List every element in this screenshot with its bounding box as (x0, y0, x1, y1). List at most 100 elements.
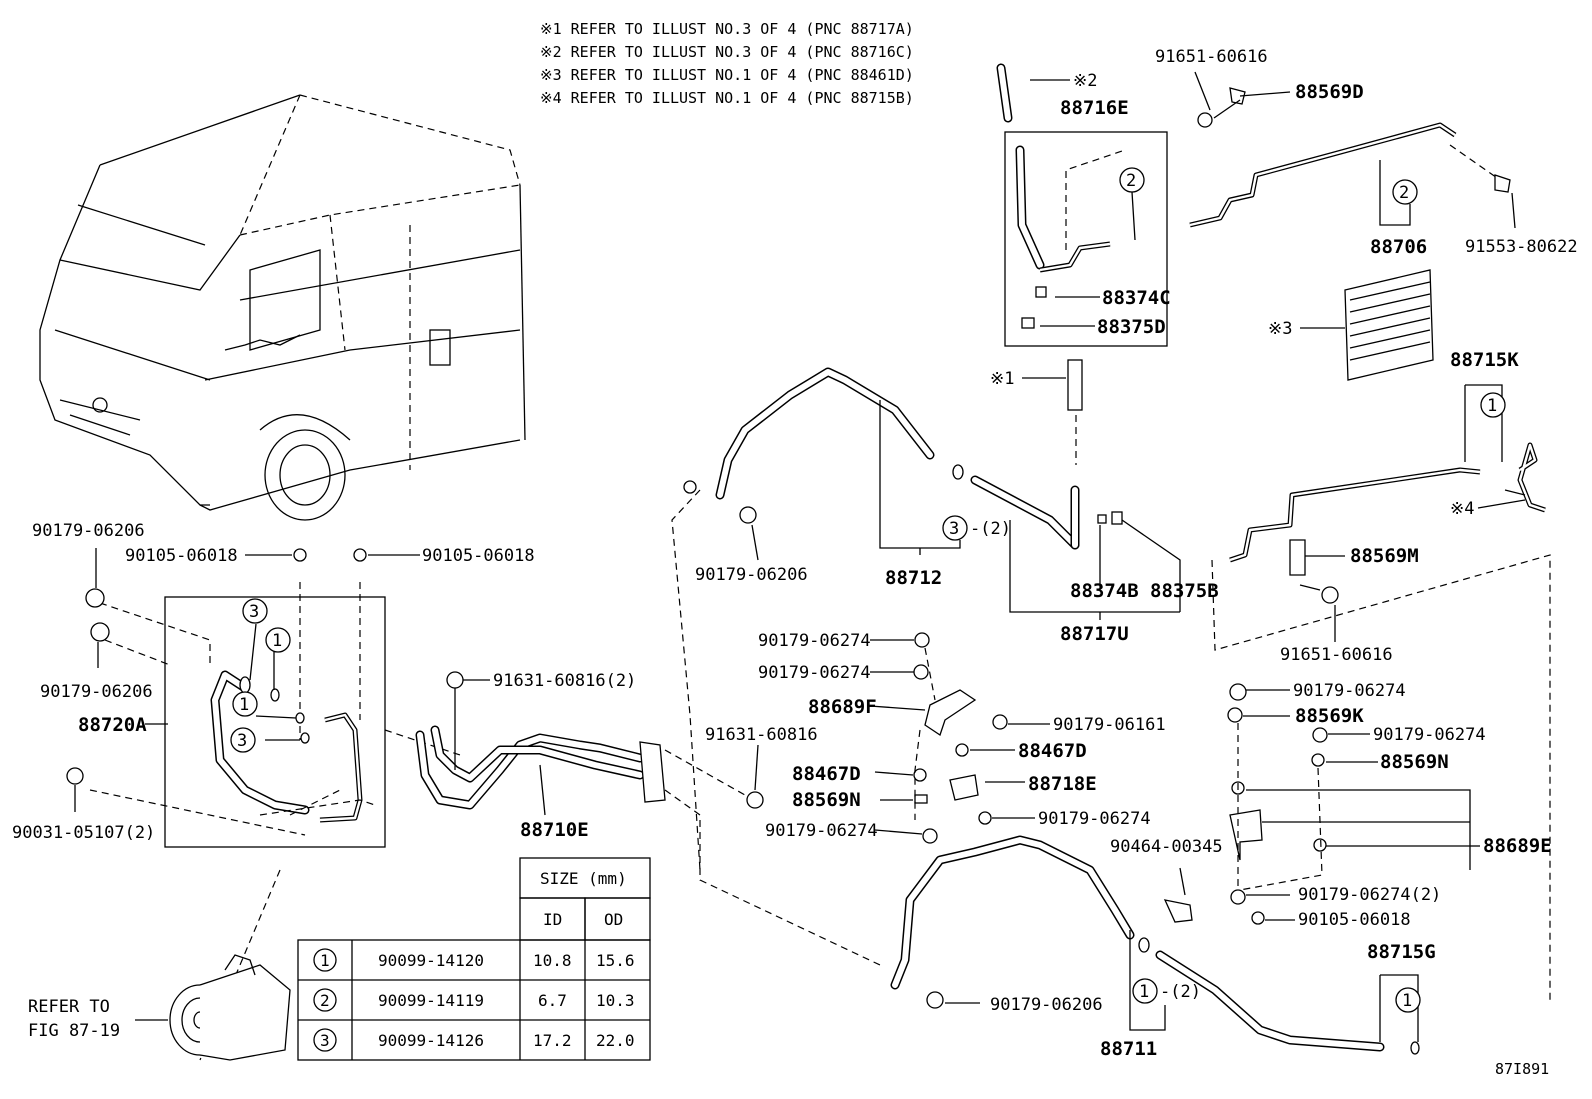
size-table: SIZE (mm) ID OD 1 90099-14120 10.8 15.6 … (297, 857, 651, 1061)
label-90179-06274-d: 90179-06274 (765, 821, 878, 841)
svg-text:2: 2 (320, 991, 330, 1010)
svg-text:3: 3 (949, 519, 959, 539)
label-91553-80622: 91553-80622 (1465, 237, 1578, 257)
table-row: 1 90099-14120 10.8 15.6 (313, 948, 635, 972)
hose-88712 (671, 359, 1181, 871)
pipe-88715K (1211, 384, 1551, 1000)
table-size-header: SIZE (mm) (540, 869, 627, 888)
label-88569D: 88569D (1295, 81, 1364, 103)
note-3: ※3 REFER TO ILLUST NO.1 OF 4 (PNC 88461D… (540, 66, 914, 84)
svg-text:1: 1 (320, 951, 330, 970)
label-91631-60816-2: 91631-60816(2) (493, 671, 636, 691)
circled-marks: 2 2 1 3 3 1 1 3 1 1 (230, 160, 1506, 1013)
bracket-88689F (869, 632, 1050, 844)
diagram-id: 87I891 (1495, 1060, 1549, 1078)
svg-text:22.0: 22.0 (596, 1031, 635, 1050)
mark-1-88711: 1 (1132, 978, 1158, 1004)
ref-2: ※2 (1073, 71, 1097, 91)
label-90179-06274-e: 90179-06274 (1293, 681, 1406, 701)
label-88710E: 88710E (520, 819, 589, 841)
label-88718E: 88718E (1028, 773, 1097, 795)
svg-text:1: 1 (1139, 982, 1149, 1002)
ref-3: ※3 (1268, 319, 1292, 339)
part-labels: 91651-60616 88569D 88716E ※2 88706 91553… (12, 47, 1578, 1078)
svg-text:90099-14119: 90099-14119 (378, 991, 484, 1010)
label-88689F: 88689F (808, 696, 877, 718)
label-88715K: 88715K (1450, 349, 1519, 371)
reference-notes: ※1 REFER TO ILLUST NO.3 OF 4 (PNC 88717A… (540, 20, 914, 107)
svg-text:1: 1 (239, 695, 249, 715)
mark-1-b: 1 (232, 691, 258, 717)
label-88717U: 88717U (1060, 623, 1129, 645)
label-90179-06274-2: 90179-06274(2) (1298, 885, 1441, 905)
note-2: ※2 REFER TO ILLUST NO.3 OF 4 (PNC 88716C… (540, 43, 914, 61)
hose-88710E (415, 671, 881, 966)
svg-text:10.8: 10.8 (533, 951, 572, 970)
label-88569N-a: 88569N (792, 789, 861, 811)
ref-4: ※4 (1450, 499, 1474, 519)
mark-2-88706: 2 (1392, 179, 1418, 205)
label-88569M: 88569M (1350, 545, 1419, 567)
label-90179-06161: 90179-06161 (1053, 715, 1166, 735)
svg-text:10.3: 10.3 (596, 991, 635, 1010)
label-90179-06274-b: 90179-06274 (758, 663, 871, 683)
label-mark1-qty: -(2) (1160, 982, 1201, 1002)
label-90179-06206-b: 90179-06206 (32, 521, 145, 541)
mark-3-b: 3 (230, 727, 256, 753)
label-90179-06274-a: 90179-06274 (758, 631, 871, 651)
svg-text:90099-14126: 90099-14126 (378, 1031, 484, 1050)
table-col-id: ID (543, 910, 562, 929)
label-88375B: 88375B (1150, 580, 1219, 602)
group-88716E (996, 63, 1168, 347)
label-90179-06206-a: 90179-06206 (695, 565, 808, 585)
mark-1-a: 1 (265, 627, 291, 653)
pipe-88706 (1189, 71, 1516, 229)
table-col-od: OD (604, 910, 623, 929)
svg-text:1: 1 (272, 631, 282, 651)
label-88467D-b: 88467D (792, 763, 861, 785)
mark-3-a: 3 (242, 598, 268, 624)
label-90105-06018-c: 90105-06018 (1298, 910, 1411, 930)
svg-text:3: 3 (237, 731, 247, 751)
svg-text:15.6: 15.6 (596, 951, 635, 970)
condenser (1300, 269, 1434, 381)
label-88711: 88711 (1100, 1038, 1157, 1060)
bus-illustration (39, 94, 526, 521)
bracket-88689E (1227, 683, 1480, 925)
label-90179-06274-f: 90179-06274 (1373, 725, 1486, 745)
svg-text:3: 3 (320, 1031, 330, 1050)
label-88375D: 88375D (1097, 316, 1166, 338)
table-row: 2 90099-14119 6.7 10.3 (313, 988, 635, 1012)
label-90464-00345: 90464-00345 (1110, 837, 1223, 857)
note-1: ※1 REFER TO ILLUST NO.3 OF 4 (PNC 88717A… (540, 20, 914, 38)
label-90179-06274-c: 90179-06274 (1038, 809, 1151, 829)
label-88715G: 88715G (1367, 941, 1436, 963)
svg-text:1: 1 (1487, 396, 1497, 416)
label-91631-60816: 91631-60816 (705, 725, 818, 745)
note-4: ※4 REFER TO ILLUST NO.1 OF 4 (PNC 88715B… (540, 89, 914, 107)
mark-1-88715G: 1 (1395, 987, 1421, 1013)
label-90031-05107: 90031-05107(2) (12, 823, 155, 843)
mark-3-88712: 3 (942, 515, 968, 541)
svg-text:90099-14120: 90099-14120 (378, 951, 484, 970)
label-88569N-b: 88569N (1380, 751, 1449, 773)
label-91651-60616-top: 91651-60616 (1155, 47, 1268, 67)
svg-text:2: 2 (1399, 183, 1409, 203)
label-90179-06206-c: 90179-06206 (40, 682, 153, 702)
svg-text:1: 1 (1402, 991, 1412, 1011)
label-90179-06206-d: 90179-06206 (990, 995, 1103, 1015)
svg-text:2: 2 (1126, 171, 1136, 191)
label-88706: 88706 (1370, 236, 1427, 258)
label-90105-06018-b: 90105-06018 (422, 546, 535, 566)
label-90105-06018-a: 90105-06018 (125, 546, 238, 566)
label-88689E: 88689E (1483, 835, 1552, 857)
label-88716E: 88716E (1060, 97, 1129, 119)
mark-1-88715K: 1 (1480, 392, 1506, 418)
svg-text:6.7: 6.7 (538, 991, 567, 1010)
label-88720A: 88720A (78, 714, 147, 736)
hose-88711 (890, 835, 1420, 1055)
compressor (135, 954, 291, 1061)
svg-text:17.2: 17.2 (533, 1031, 572, 1050)
svg-text:3: 3 (249, 602, 259, 622)
label-88374B: 88374B (1070, 580, 1139, 602)
